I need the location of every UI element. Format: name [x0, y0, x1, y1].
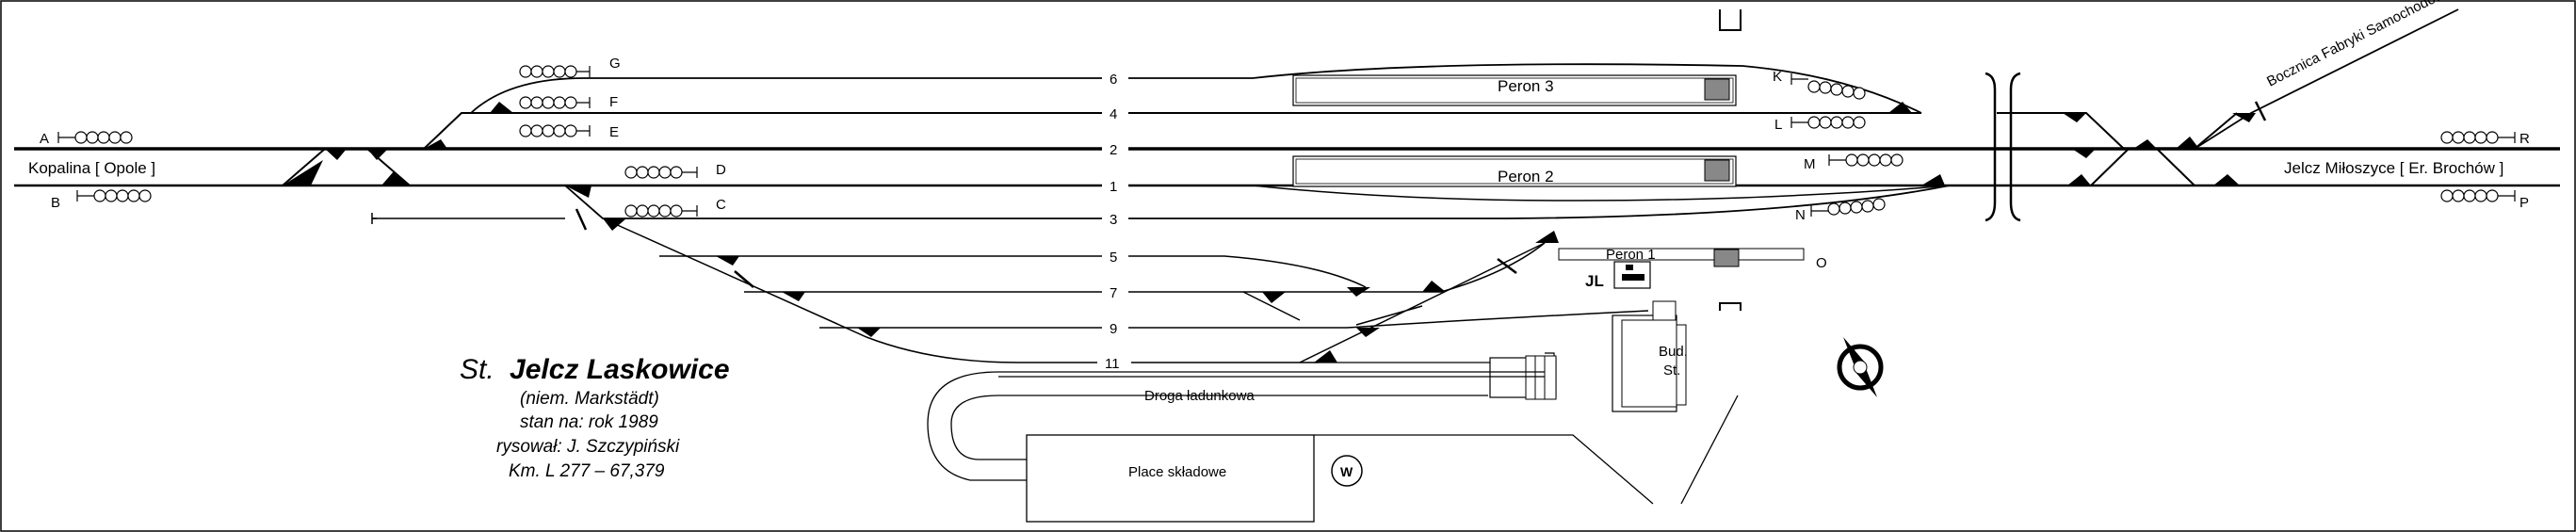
title: St. Jelcz Laskowice [460, 354, 730, 385]
signal-label-C: C [716, 197, 726, 213]
track-number-3: 3 [1110, 212, 1117, 228]
station-building: Bud. St. [1612, 300, 1688, 412]
signal-label-M: M [1804, 156, 1816, 172]
track-11 [602, 218, 1319, 363]
platform-2-label: Peron 2 [1498, 168, 1554, 185]
platform-2: Peron 2 [1292, 155, 1737, 187]
track-3 [564, 185, 1951, 219]
signal-label-R: R [2519, 131, 2530, 147]
title-prefix: St. [460, 354, 494, 385]
signal-label-D: D [716, 162, 726, 178]
signal-P: P [2440, 189, 2529, 211]
signal-F: F [519, 94, 618, 110]
loading-road [927, 371, 1739, 505]
switch-markers [283, 102, 2256, 363]
signal-K: K [1773, 69, 1866, 100]
signal-label-K: K [1773, 69, 1782, 85]
signal-D: D [624, 162, 726, 179]
water-tower: W [1331, 455, 1363, 487]
signal-label-N: N [1795, 207, 1806, 223]
siding-bocznica [2194, 8, 2459, 150]
signal-O: O [1816, 255, 1827, 271]
direction-west: Kopalina [ Opole ] [28, 159, 155, 177]
signal-A: A [40, 131, 133, 147]
title-name: Jelcz Laskowice [510, 354, 729, 385]
platform-1: Peron 1 [1558, 247, 1805, 267]
track-5 [659, 255, 1367, 288]
loading-road-label: Droga ładunkowa [1144, 388, 1255, 404]
signal-label-O: O [1816, 255, 1827, 271]
track-number-2: 2 [1110, 142, 1117, 158]
platform-3: Peron 3 [1292, 74, 1737, 106]
signal-B: B [51, 189, 152, 211]
track-number-7: 7 [1110, 285, 1117, 301]
signal-label-P: P [2519, 195, 2529, 211]
direction-east: Jelcz Miłoszyce [ Er. Brochów ] [2284, 159, 2503, 177]
signal-label-F: F [609, 94, 618, 110]
track-number-9: 9 [1110, 321, 1117, 337]
track-number-6: 6 [1110, 72, 1117, 88]
platform-1-label: Peron 1 [1606, 247, 1656, 263]
station-building-line1: Bud. [1659, 344, 1688, 360]
north-arrow-icon [1837, 337, 1884, 397]
boundary-marks [1985, 72, 2021, 222]
jl-label: JL [1585, 272, 1604, 290]
signal-C: C [624, 197, 726, 218]
warehouse [1489, 355, 1557, 400]
signal-label-B: B [51, 195, 60, 211]
track-number-1: 1 [1110, 179, 1117, 195]
track-9 [819, 310, 1649, 329]
storage-yard: Place składowe [1026, 434, 1315, 523]
top-structure [1719, 9, 1742, 31]
track-number-4: 4 [1110, 106, 1117, 122]
storage-yard-label: Place składowe [1128, 464, 1226, 480]
track-6 [470, 63, 1922, 114]
signal-label-A: A [40, 131, 49, 147]
track-4 [423, 112, 1921, 150]
signal-label-G: G [609, 56, 621, 72]
title-block: St. Jelcz Laskowice (niem. Markstädt) st… [460, 354, 730, 481]
track-numbers: 6 4 2 1 3 5 7 9 11 [1097, 70, 1131, 372]
derails [575, 101, 2267, 288]
title-german: (niem. Markstädt) [520, 389, 659, 409]
water-tower-label: W [1340, 464, 1353, 479]
tracks [14, 8, 2560, 363]
track-number-5: 5 [1110, 250, 1117, 266]
track-number-11: 11 [1105, 356, 1120, 372]
title-author: rysował: J. Szczypiński [496, 437, 680, 457]
station-building-line2: St. [1663, 363, 1680, 379]
title-km: Km. L 277 – 67,379 [509, 461, 665, 481]
title-state: stan na: rok 1989 [520, 412, 658, 432]
signal-E: E [519, 124, 619, 140]
signal-label-E: E [609, 124, 619, 140]
signal-N: N [1795, 198, 1886, 223]
signal-R: R [2440, 131, 2530, 147]
jl-box: JL [1585, 261, 1651, 290]
headshunt-end [371, 213, 377, 224]
station-access [1719, 302, 1742, 311]
platform-3-label: Peron 3 [1498, 77, 1554, 95]
signal-G: G [519, 56, 621, 78]
direction-siding: Bocznica Fabryki Samochodów [2264, 0, 2447, 90]
signal-L: L [1774, 116, 1866, 133]
signal-M: M [1804, 153, 1904, 172]
signal-label-L: L [1774, 117, 1782, 133]
track-1-east-curve [1252, 185, 1951, 202]
track-7 [744, 242, 1546, 293]
